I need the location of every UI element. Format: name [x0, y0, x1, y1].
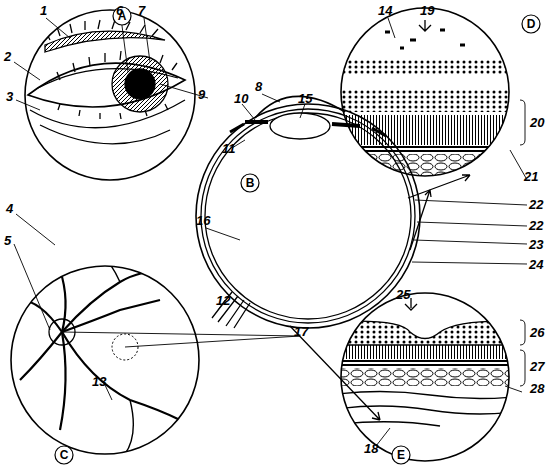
letter-circle: B [240, 173, 260, 193]
letter-circle: D [521, 14, 541, 34]
callout-number: 12 [216, 294, 230, 308]
callout-number: 14 [378, 4, 392, 18]
callout-number: 20 [530, 116, 544, 130]
callout-number: 11 [222, 142, 236, 156]
callout-number: 15 [298, 92, 312, 106]
callout-number: 28 [530, 382, 544, 396]
callout-number: 27 [530, 360, 544, 374]
callout-number: 25 [396, 288, 410, 302]
callout-number: 10 [234, 92, 248, 106]
callout-number: 22 [529, 198, 543, 212]
callout-number: 24 [529, 258, 543, 272]
callout-number: 3 [6, 90, 13, 104]
callout-number: 4 [6, 202, 13, 216]
callout-number: 8 [255, 80, 262, 94]
callout-number: 7 [138, 4, 145, 18]
callout-number: 26 [530, 326, 544, 340]
letter-circle: C [54, 445, 74, 465]
view-letter: C [54, 448, 74, 462]
callout-number: 18 [364, 442, 378, 456]
letter-circle: E [391, 445, 411, 465]
callout-number: 23 [529, 238, 543, 252]
callout-number: 13 [92, 375, 106, 389]
callout-number: 19 [420, 4, 434, 18]
view-letter: E [391, 448, 411, 462]
callout-number: 16 [196, 214, 210, 228]
callout-number: 9 [198, 88, 205, 102]
view-letter: D [521, 17, 541, 31]
view-letter: B [240, 176, 260, 190]
callout-number: 5 [4, 234, 11, 248]
callout-number: 1 [40, 4, 47, 18]
callout-number: 21 [524, 170, 538, 184]
callout-number: 2 [4, 50, 11, 64]
callout-number: 22 [529, 219, 543, 233]
callout-number: 6 [116, 4, 123, 18]
callout-number: 17 [294, 325, 308, 339]
